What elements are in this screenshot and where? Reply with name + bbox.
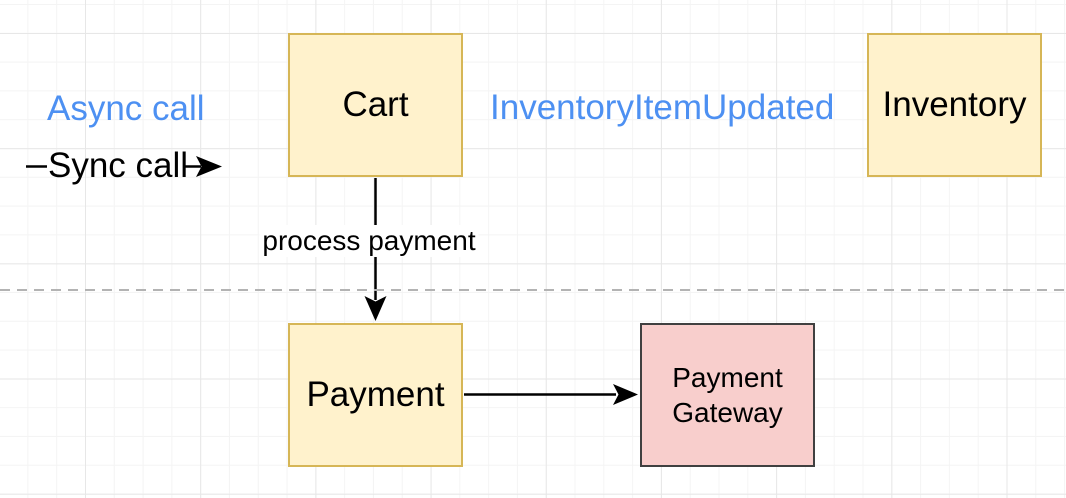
- node-inventory-label: Inventory: [882, 85, 1027, 124]
- async-call-legend-label[interactable]: Async call: [47, 89, 205, 128]
- sync-call-legend-label[interactable]: Sync call: [48, 146, 189, 185]
- inventory-item-updated-label[interactable]: InventoryItemUpdated: [490, 88, 835, 127]
- process-payment-edge-label[interactable]: process payment: [259, 225, 479, 257]
- node-payment-gateway[interactable]: Payment Gateway: [640, 323, 815, 467]
- dashed-divider-line[interactable]: [0, 289, 1066, 291]
- node-inventory[interactable]: Inventory: [867, 33, 1042, 177]
- node-payment[interactable]: Payment: [288, 323, 463, 467]
- node-cart-label: Cart: [342, 85, 409, 124]
- node-cart[interactable]: Cart: [288, 33, 463, 177]
- node-payment-label: Payment: [306, 375, 445, 414]
- edge-payment-to-gateway[interactable]: [464, 384, 638, 405]
- node-payment-gateway-label: Payment Gateway: [672, 362, 783, 428]
- sync-call-legend-line[interactable]: [26, 156, 222, 177]
